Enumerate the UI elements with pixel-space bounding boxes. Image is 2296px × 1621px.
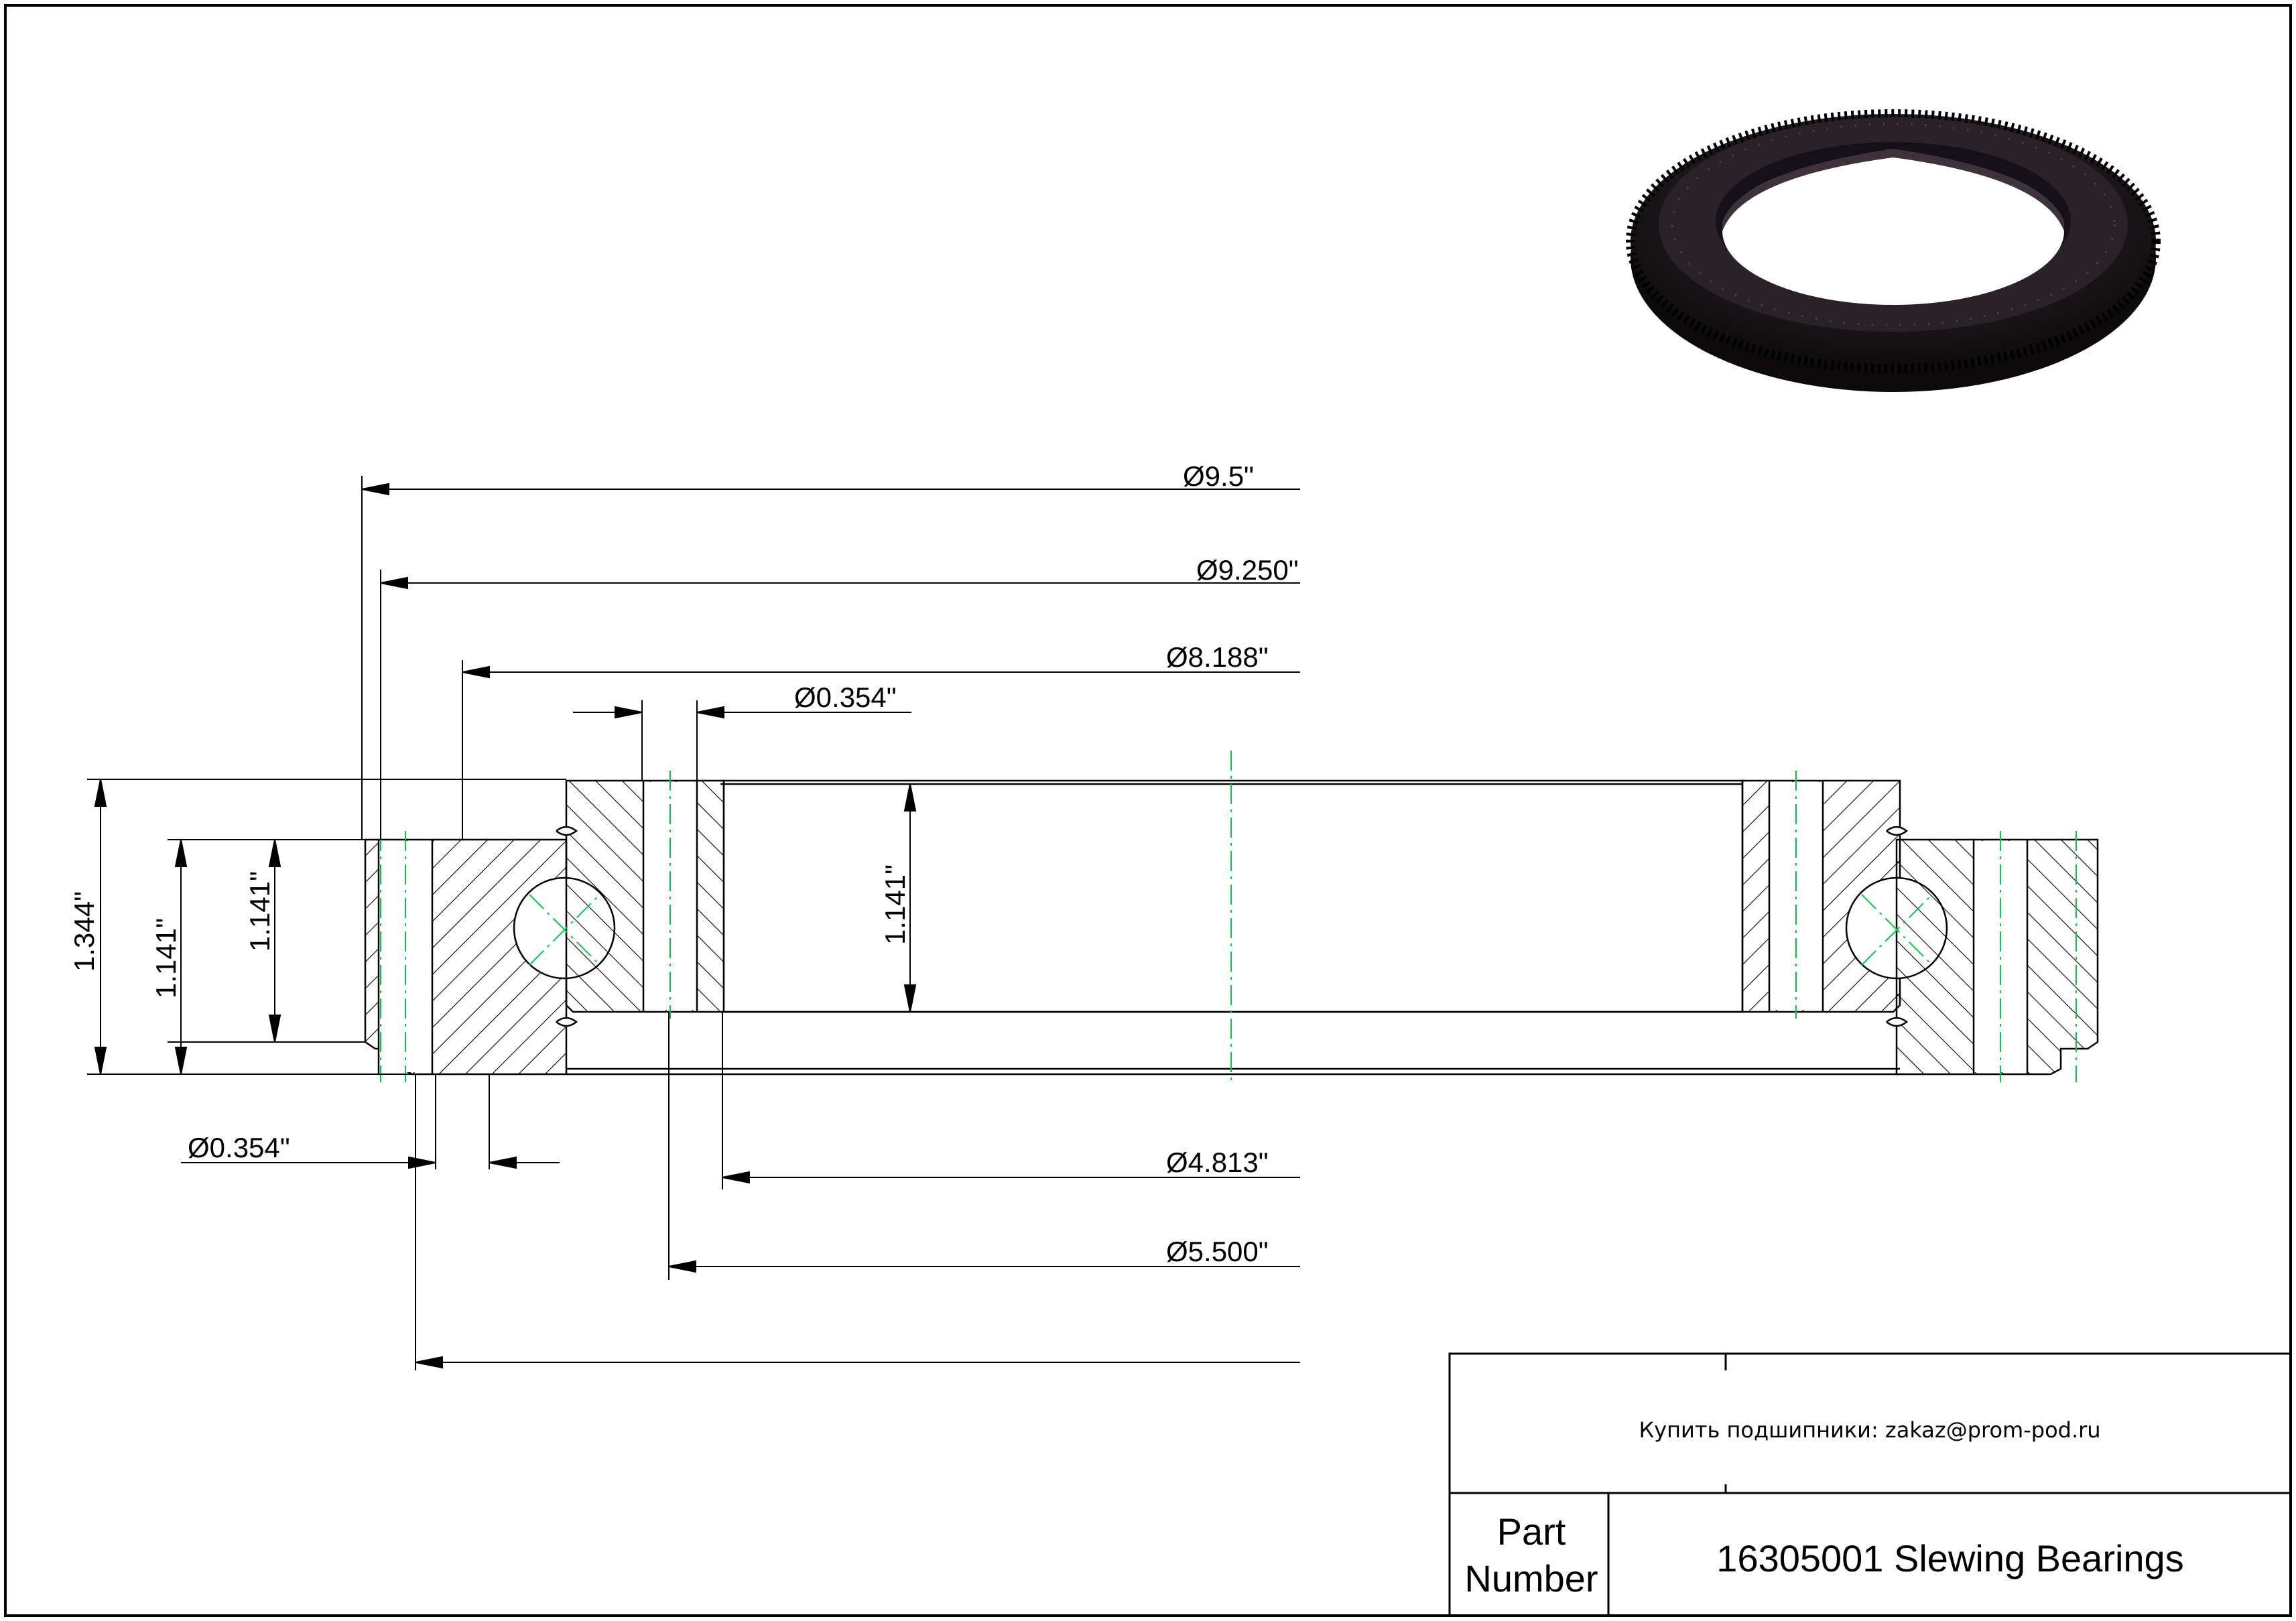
dim-height-left: 1.141" bbox=[150, 918, 182, 998]
dim-hole-top: Ø0.354" bbox=[794, 682, 897, 713]
part-label-line2: Number bbox=[1464, 1557, 1598, 1600]
dim-height-center: 1.141" bbox=[879, 864, 911, 945]
dim-pitch-diameter: Ø9.250" bbox=[1196, 554, 1299, 586]
dimension-lines bbox=[87, 476, 1300, 1370]
dim-hole-bottom: Ø0.354" bbox=[188, 1132, 290, 1163]
dim-outer-diameter: Ø9.5" bbox=[1183, 460, 1254, 492]
dim-bolt-circle-inner: Ø5.500" bbox=[1166, 1236, 1269, 1267]
part-number: 16305001 Slewing Bearings bbox=[1716, 1537, 2183, 1579]
dim-bolt-circle-outer: Ø8.188" bbox=[1166, 641, 1269, 673]
dim-total-height: 1.344" bbox=[68, 891, 100, 972]
sheet-border bbox=[4, 4, 2292, 1617]
title-block bbox=[1448, 1352, 2292, 1617]
title-block-email: Купить подшипники: zakaz@prom-pod.ru bbox=[1639, 1417, 2100, 1443]
dim-height-mid-left: 1.141" bbox=[244, 871, 275, 952]
part-label-line1: Part bbox=[1497, 1510, 1566, 1553]
dim-inner-diameter: Ø4.813" bbox=[1166, 1147, 1269, 1178]
bearing-render-image bbox=[1626, 109, 2161, 392]
center-lines bbox=[380, 751, 2077, 1086]
cross-section bbox=[364, 779, 2099, 1076]
